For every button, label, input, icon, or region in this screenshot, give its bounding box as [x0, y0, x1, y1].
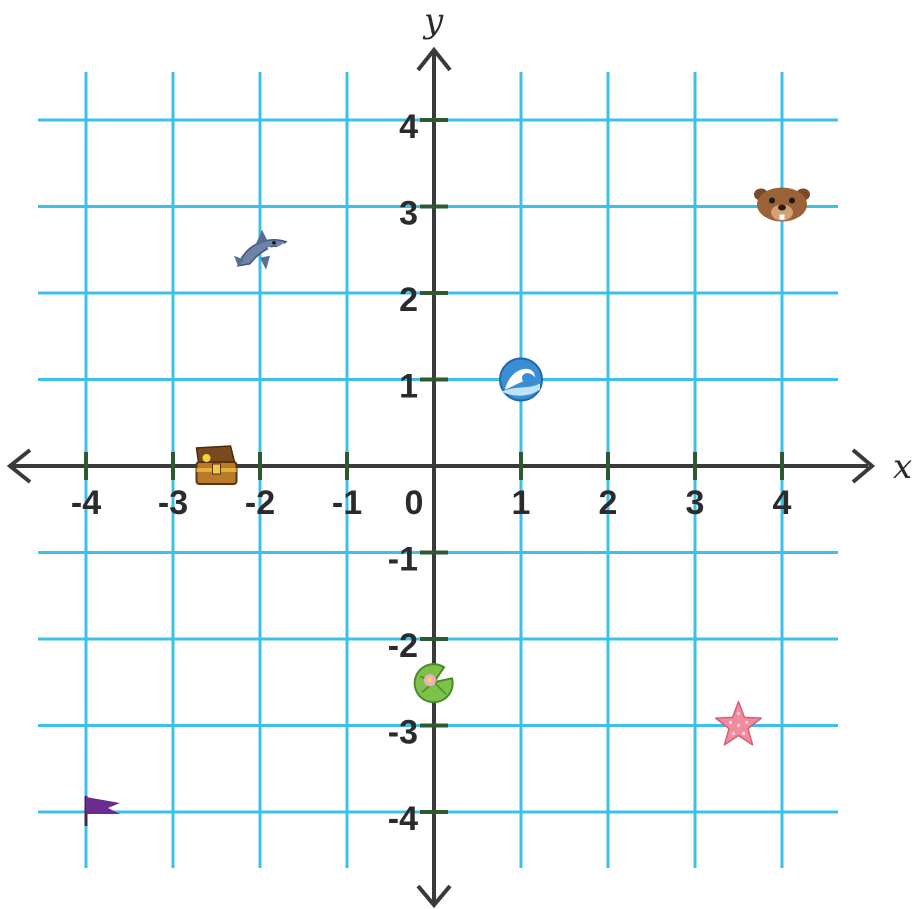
- axes: [6, 46, 876, 909]
- y-tick-label: -1: [388, 541, 418, 579]
- tick-labels: -4 -3 -2 -1 0 1 2 3 4 4 3 2 1 -1 -2 -3 -4: [71, 108, 792, 838]
- y-tick-label: 2: [399, 281, 418, 319]
- y-axis-name: y: [422, 1, 444, 41]
- y-tick-label: -2: [388, 627, 418, 665]
- starfish-icon: [714, 700, 763, 746]
- y-tick-label: 3: [399, 195, 418, 233]
- y-tick-label: -4: [388, 800, 418, 838]
- x-axis-left-arrow: [6, 448, 32, 484]
- y-axis-bottom-arrow: [416, 884, 452, 909]
- x-axis-name: x: [893, 447, 912, 487]
- shark-icon: [234, 229, 288, 270]
- y-tick-label: 1: [399, 368, 418, 406]
- y-axis-top-arrow: [416, 46, 452, 72]
- x-tick-label: 0: [405, 484, 424, 522]
- x-tick-label: -2: [245, 484, 275, 522]
- x-tick-label: -4: [71, 484, 101, 522]
- x-tick-label: 2: [599, 484, 618, 522]
- flag-icon: [84, 796, 120, 826]
- y-tick-label: 4: [399, 108, 418, 146]
- grid: [38, 72, 838, 868]
- x-tick-label: 3: [686, 484, 705, 522]
- x-axis-right-arrow: [851, 448, 876, 484]
- plotted-points: [84, 187, 810, 826]
- x-tick-label: -1: [332, 484, 362, 522]
- wave-icon: [499, 357, 543, 402]
- otter-icon: [754, 187, 810, 222]
- y-tick-label: -3: [388, 714, 418, 752]
- x-tick-label: 4: [773, 484, 792, 522]
- x-tick-label: -3: [158, 484, 188, 522]
- treasure-chest-icon: [195, 445, 238, 485]
- lily-pad-icon: [413, 663, 454, 704]
- x-tick-label: 1: [512, 484, 531, 522]
- ticks: [84, 118, 784, 814]
